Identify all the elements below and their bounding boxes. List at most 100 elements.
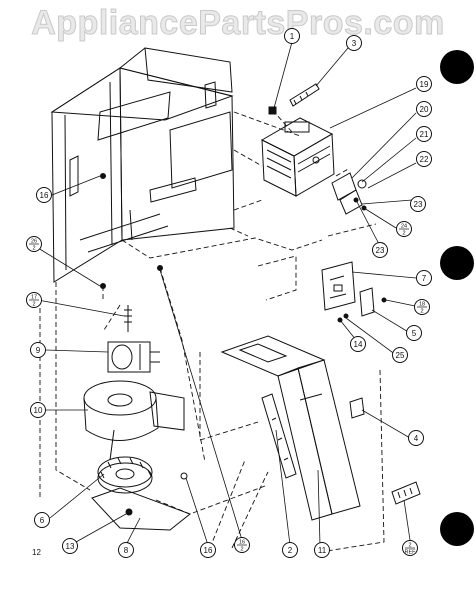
callout-circle [350, 336, 366, 352]
callout-circle [34, 512, 50, 528]
screw-16 [180, 472, 188, 480]
fan-blade [97, 456, 153, 494]
callout-label: 2 [240, 547, 243, 553]
callout-c26: 262 [26, 236, 42, 252]
control-board [321, 261, 387, 319]
callout-c7: 7 [416, 270, 432, 286]
callout-label: 2 [32, 302, 35, 308]
callout-c21: 21 [416, 126, 432, 142]
callout-c16b: 16 [200, 542, 216, 558]
callout-c4: 4 [408, 430, 424, 446]
base-plate [91, 487, 192, 531]
callout-label: 18 [419, 302, 425, 308]
callout-c5: 5 [406, 325, 422, 341]
callout-label: 17 [31, 295, 37, 301]
callout-label: 11 [318, 546, 327, 555]
callout-label: REF [405, 550, 417, 556]
callout-label: 21 [420, 130, 429, 139]
callout-label: 16 [239, 540, 245, 546]
callout-circle [314, 542, 330, 558]
callout-label: 2 [402, 231, 405, 237]
callout-label: 2 [32, 246, 35, 252]
callout-c19: 19 [416, 76, 432, 92]
callout-c24: 242 [396, 221, 412, 237]
sheet-number: 12 [32, 548, 41, 557]
callout-label: 26 [31, 239, 37, 245]
callout-label: 16 [40, 191, 49, 200]
callout-c13: 13 [62, 538, 78, 554]
callout-circle [408, 430, 424, 446]
callout-label: 9 [36, 346, 41, 355]
thermal-protector [331, 172, 367, 215]
callout-c20: 20 [416, 101, 432, 117]
watermark: AppliancePartsPros.com [31, 4, 445, 43]
callout-label: 20 [420, 105, 429, 114]
callout-group: 1319202122232422316262718251425172910461… [26, 28, 432, 558]
callout-label: 10 [34, 406, 43, 415]
callout-circle [372, 242, 388, 258]
callout-label: 5 [412, 329, 417, 338]
callout-circle [406, 325, 422, 341]
blower-housing [83, 380, 185, 461]
callout-label: 14 [354, 340, 363, 349]
callout-circle [346, 35, 362, 51]
callout-label: 19 [420, 80, 429, 89]
callout-label: 7 [422, 274, 427, 283]
callout-c18: 182 [414, 299, 430, 315]
callout-circle [36, 187, 52, 203]
callout-circle [282, 542, 298, 558]
callout-c10: 10 [30, 402, 46, 418]
callout-label: 1 [290, 32, 295, 41]
callout-label: 2 [420, 309, 423, 315]
callout-label: 23 [376, 246, 385, 255]
callout-circle [410, 196, 426, 212]
callout-c2: 2 [282, 542, 298, 558]
callout-circle [62, 538, 78, 554]
callout-circle [416, 270, 432, 286]
callout-label: 8 [124, 546, 129, 555]
callout-label: 6 [40, 516, 45, 525]
callout-label: 2 [288, 546, 293, 555]
callout-c1: 1 [284, 28, 300, 44]
callout-circle [118, 542, 134, 558]
callout-c11: 11 [314, 542, 330, 558]
callout-label: 4 [414, 434, 419, 443]
callout-c25: 25 [392, 347, 408, 363]
callout-label: 16 [204, 546, 213, 555]
callout-label: 2 [408, 543, 411, 549]
callout-c22: 22 [416, 151, 432, 167]
screw-and-nut [268, 83, 320, 115]
binder-hole-middle [440, 246, 474, 280]
callout-label: 23 [414, 200, 423, 209]
callout-circle [416, 126, 432, 142]
callout-label: 22 [420, 155, 429, 164]
callout-circle [30, 342, 46, 358]
callout-c6: 6 [34, 512, 50, 528]
callout-label: 24 [401, 224, 407, 230]
callout-circle [416, 151, 432, 167]
callout-c23a: 23 [410, 196, 426, 212]
callout-c16a: 16 [36, 187, 52, 203]
callout-c3: 3 [346, 35, 362, 51]
callout-c23b: 23 [372, 242, 388, 258]
cabinet-frame [50, 47, 235, 289]
air-duct [220, 335, 361, 521]
spacer-part [349, 397, 365, 419]
leader-lines [37, 41, 421, 546]
callout-circle [392, 347, 408, 363]
duct-strip [261, 393, 297, 479]
callout-c8: 8 [118, 542, 134, 558]
callout-label: 3 [352, 39, 357, 48]
ref-bracket [391, 481, 421, 505]
callout-circle [416, 101, 432, 117]
callout-c14: 14 [350, 336, 366, 352]
callout-circle [284, 28, 300, 44]
callout-circle [30, 402, 46, 418]
binder-hole-top [440, 50, 474, 84]
callout-c9: 9 [30, 342, 46, 358]
fan-motor [107, 305, 160, 373]
callout-circle [416, 76, 432, 92]
